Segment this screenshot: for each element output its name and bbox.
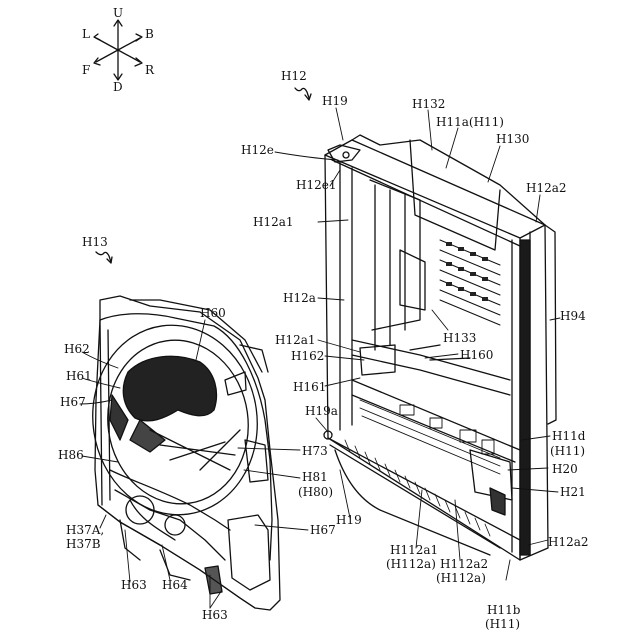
label-h12e1: H12e1 — [296, 179, 336, 192]
label-h62: H62 — [64, 343, 90, 356]
compass-right: R — [145, 64, 154, 77]
compass-left: L — [82, 28, 90, 41]
label-h11-b: (H11) — [485, 618, 520, 631]
label-h60: H60 — [200, 307, 226, 320]
compass-up: U — [113, 7, 123, 20]
label-h61: H61 — [66, 370, 92, 383]
label-h112a1: H112a1 — [390, 544, 438, 557]
label-h37b: H37B — [66, 538, 101, 551]
label-h160: H160 — [460, 349, 493, 362]
label-h67: H67 — [60, 396, 86, 409]
label-h112a-1: (H112a) — [386, 558, 436, 571]
direction-compass — [94, 20, 142, 80]
label-h12a: H12a — [283, 292, 316, 305]
label-h112a-2: (H112a) — [436, 572, 486, 585]
compass-front: F — [82, 64, 90, 77]
assembly-h13 — [81, 296, 280, 610]
label-h12a1-mid: H12a1 — [275, 334, 316, 347]
label-h64: H64 — [162, 579, 188, 592]
label-h73: H73 — [302, 445, 328, 458]
compass-back: B — [145, 28, 154, 41]
label-h63: H63 — [121, 579, 147, 592]
label-h21: H21 — [560, 486, 586, 499]
ref-h13: H13 — [82, 236, 108, 249]
label-h130: H130 — [496, 133, 529, 146]
compass-down: D — [113, 81, 123, 94]
label-h112a2: H112a2 — [440, 558, 488, 571]
label-h94: H94 — [560, 310, 586, 323]
label-h12a2-top: H12a2 — [526, 182, 567, 195]
label-h11-d: (H11) — [550, 445, 585, 458]
label-h19: H19 — [322, 95, 348, 108]
assembly-h12 — [324, 135, 556, 560]
label-h19a: H19a — [305, 405, 338, 418]
label-h133: H133 — [443, 332, 476, 345]
ref-h12: H12 — [281, 70, 307, 83]
label-h86: H86 — [58, 449, 84, 462]
label-h162: H162 — [291, 350, 324, 363]
label-h12e: H12e — [241, 144, 274, 157]
label-h11d: H11d — [552, 430, 585, 443]
label-h11a: H11a(H11) — [436, 116, 504, 129]
label-h11b: H11b — [487, 604, 520, 617]
label-h80: (H80) — [298, 486, 333, 499]
label-h67-lower: H67 — [310, 524, 336, 537]
label-h12a1-top: H12a1 — [253, 216, 294, 229]
label-h132: H132 — [412, 98, 445, 111]
label-h81: H81 — [302, 471, 328, 484]
label-h12a2-lower: H12a2 — [548, 536, 589, 549]
label-h161: H161 — [293, 381, 326, 394]
label-h20: H20 — [552, 463, 578, 476]
label-h19-lower: H19 — [336, 514, 362, 527]
label-h37a: H37A, — [66, 524, 104, 537]
label-h63-lower: H63 — [202, 609, 228, 622]
